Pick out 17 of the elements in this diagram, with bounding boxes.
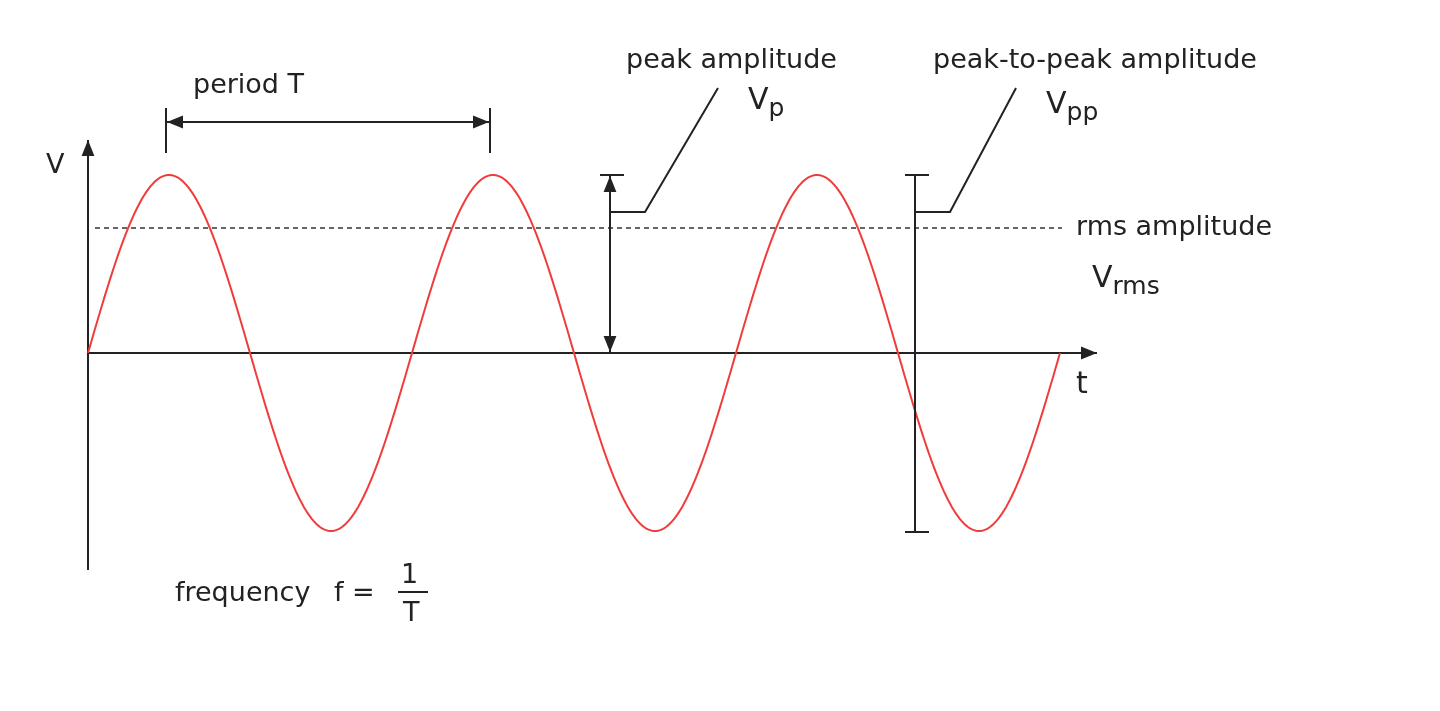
symbol-label: V$_{pp}$: [1046, 86, 1099, 126]
fraction-denominator: T: [403, 598, 420, 625]
callout-label: peak amplitude: [626, 44, 837, 74]
axis-label: t: [1076, 368, 1088, 398]
callout-label: rms amplitude: [1076, 212, 1272, 239]
formula-text: f =: [334, 578, 375, 605]
dimension-bar: [904, 174, 930, 533]
dimension-bar: [599, 174, 625, 354]
formula-text: frequency: [175, 578, 311, 605]
symbol-label: V$_{rms}$: [1092, 262, 1160, 298]
leader-line: [914, 87, 1017, 213]
symbol-label: V$_{p}$: [748, 82, 785, 122]
callout-label: peak-to-peak amplitude: [933, 44, 1257, 74]
fraction-numerator: 1: [401, 560, 419, 587]
axis-label: V: [46, 150, 65, 177]
dimension-label: period T: [193, 70, 305, 97]
leader-line: [609, 87, 719, 213]
